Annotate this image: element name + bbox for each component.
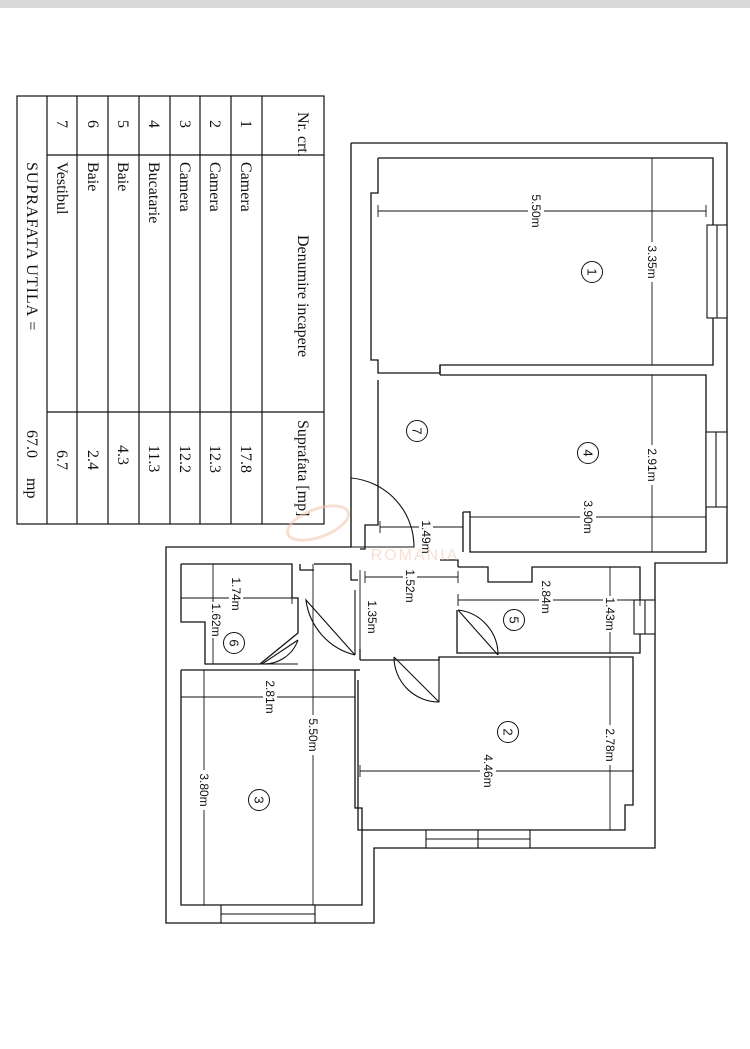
row-1-name: Camera (237, 162, 254, 212)
room-6-marker: 6 (223, 632, 245, 654)
room-5-outline (456, 566, 641, 654)
room-2-outline (357, 656, 634, 831)
watermark-text: ROMANIA (371, 547, 460, 564)
door-room-5 (457, 609, 499, 656)
row-4-nr: 4 (145, 120, 162, 128)
total-unit: mp (23, 478, 40, 498)
row-2-nr: 2 (206, 120, 223, 128)
dim-1-52m: 1.52m (403, 569, 417, 602)
room-6-number: 6 (227, 639, 242, 646)
header-name: Denumire incapere (294, 235, 311, 357)
area-table (16, 95, 325, 525)
dim-5-50m-top: 5.50m (529, 194, 543, 227)
room-7-number: 7 (410, 427, 425, 434)
room-4-outline (440, 374, 707, 553)
room-2-marker: 2 (497, 721, 519, 743)
vestibul-wall (360, 380, 379, 550)
room-6-outline (180, 563, 299, 665)
row-6-name: Baie (84, 162, 101, 191)
door-room-3 (305, 590, 356, 656)
outer-wall (165, 142, 728, 924)
room-markers: 1 4 7 5 6 2 3 (223, 261, 603, 811)
row-5-nr: 5 (114, 120, 131, 128)
dim-3-90m: 3.90m (581, 500, 595, 533)
watermark: ROMANIA (286, 504, 460, 564)
row-7-name: Vestibul (53, 162, 70, 215)
row-5-name: Baie (114, 162, 131, 191)
row-4-area: 11.3 (145, 445, 162, 472)
top-edge-bar (0, 0, 750, 8)
dim-2-84m: 2.84m (539, 580, 553, 613)
dim-2-91m: 2.91m (645, 448, 659, 481)
room-4-number: 4 (581, 449, 596, 456)
row-3-name: Camera (176, 162, 193, 212)
room-3-marker: 3 (248, 789, 270, 811)
room-7-marker: 7 (406, 420, 428, 442)
row-3-nr: 3 (176, 120, 193, 128)
dim-3-35m: 3.35m (645, 245, 659, 278)
room-1-outline (370, 157, 714, 374)
row-1-nr: 1 (237, 120, 254, 128)
row-7-area: 6.7 (53, 450, 70, 470)
row-6-nr: 6 (84, 120, 101, 128)
dim-2-81m: 2.81m (263, 680, 277, 713)
doors (260, 477, 499, 703)
total-value: 67.0 (23, 430, 40, 458)
header-nr: Nr. crt. (294, 112, 311, 157)
dim-5-50m-left: 5.50m (306, 718, 320, 751)
dim-1-74m: 1.74m (229, 577, 243, 610)
row-2-name: Camera (206, 162, 223, 212)
door-room-2 (393, 656, 440, 703)
entrance-door (350, 477, 415, 548)
row-3-area: 12.2 (176, 445, 193, 473)
room-1-number: 1 (585, 268, 600, 275)
row-7-nr: 7 (53, 120, 70, 128)
row-1-area: 17.8 (237, 445, 254, 473)
row-4-name: Bucatarie (145, 162, 162, 223)
row-6-area: 2.4 (84, 450, 101, 470)
dim-4-46m: 4.46m (481, 754, 495, 787)
row-2-area: 12.3 (206, 445, 223, 473)
dimension-labels: 5.50m 3.35m 2.91m 3.90m 1.49m 1.52m 1.35… (196, 191, 660, 810)
room-5-number: 5 (507, 616, 522, 623)
dim-1-62m: 1.62m (209, 603, 223, 636)
door-bath-6 (260, 639, 299, 665)
dim-3-80m: 3.80m (197, 773, 211, 806)
room-3-number: 3 (252, 796, 267, 803)
dim-2-78m: 2.78m (603, 728, 617, 761)
room-1-marker: 1 (581, 261, 603, 283)
room-2-number: 2 (501, 728, 516, 735)
table-text: Nr. crt. Denumire incapere Suprafata [mp… (23, 112, 311, 516)
windows (220, 224, 728, 924)
dim-1-49m: 1.49m (419, 520, 433, 553)
room-4-marker: 4 (577, 442, 599, 464)
room-5-marker: 5 (503, 609, 525, 631)
dim-1-43m: 1.43m (603, 597, 617, 630)
row-5-area: 4.3 (114, 445, 131, 465)
total-label: SUPRAFATA UTILA = (23, 162, 40, 331)
dim-1-35m: 1.35m (365, 600, 379, 633)
header-area: Suprafata [mp] (294, 420, 311, 516)
